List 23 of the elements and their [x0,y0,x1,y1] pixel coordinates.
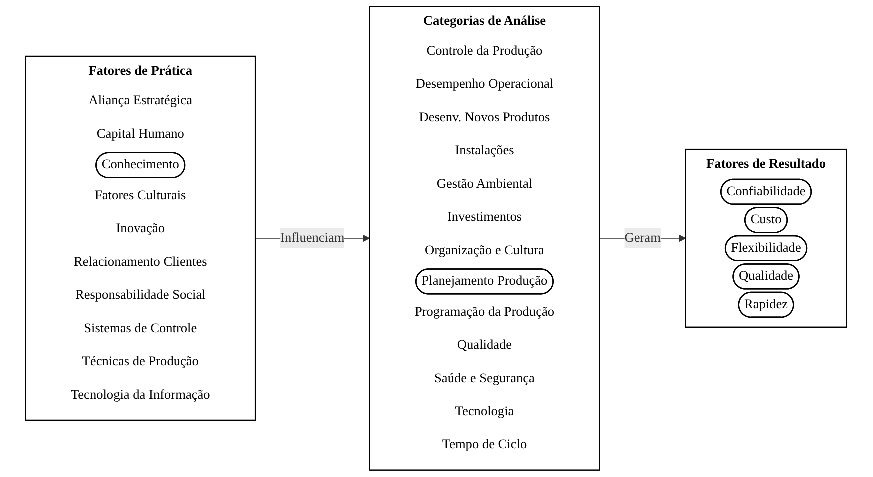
node-text: Gestão Ambiental [437,177,533,192]
node-text: Fatores Culturais [95,188,187,203]
node-text: Programação da Produção [415,304,555,320]
edge-label: Geram [625,231,662,246]
node-text: Sistemas de Controle [84,322,198,336]
node-text: Organização e Cultura [425,243,545,258]
node-text: Tempo de Ciclo [442,438,528,452]
node-text: Técnicas de Produção [82,354,200,369]
node-text: Instalações [456,144,515,158]
node-text: Desenv. Novos Produtos [420,110,551,125]
node-text: Desempenho Operacional [416,77,554,92]
node-text: Inovação [116,222,166,236]
node-text: Responsabilidade Social [76,288,206,302]
node-text: Tecnologia da Informação [71,388,211,402]
node-text: Controle da Produção [427,44,544,58]
node-text: Investimentos [448,210,522,224]
node-text: Capital Humano [97,127,185,142]
node-text: Aliança Estratégica [89,94,193,108]
node-text: Relacionamento Clientes [74,255,208,270]
node-text: Saúde e Segurança [434,371,536,386]
node-text: Qualidade [458,338,512,352]
edge-label: Influenciam [280,231,346,246]
node-text: Tecnologia [456,404,514,419]
